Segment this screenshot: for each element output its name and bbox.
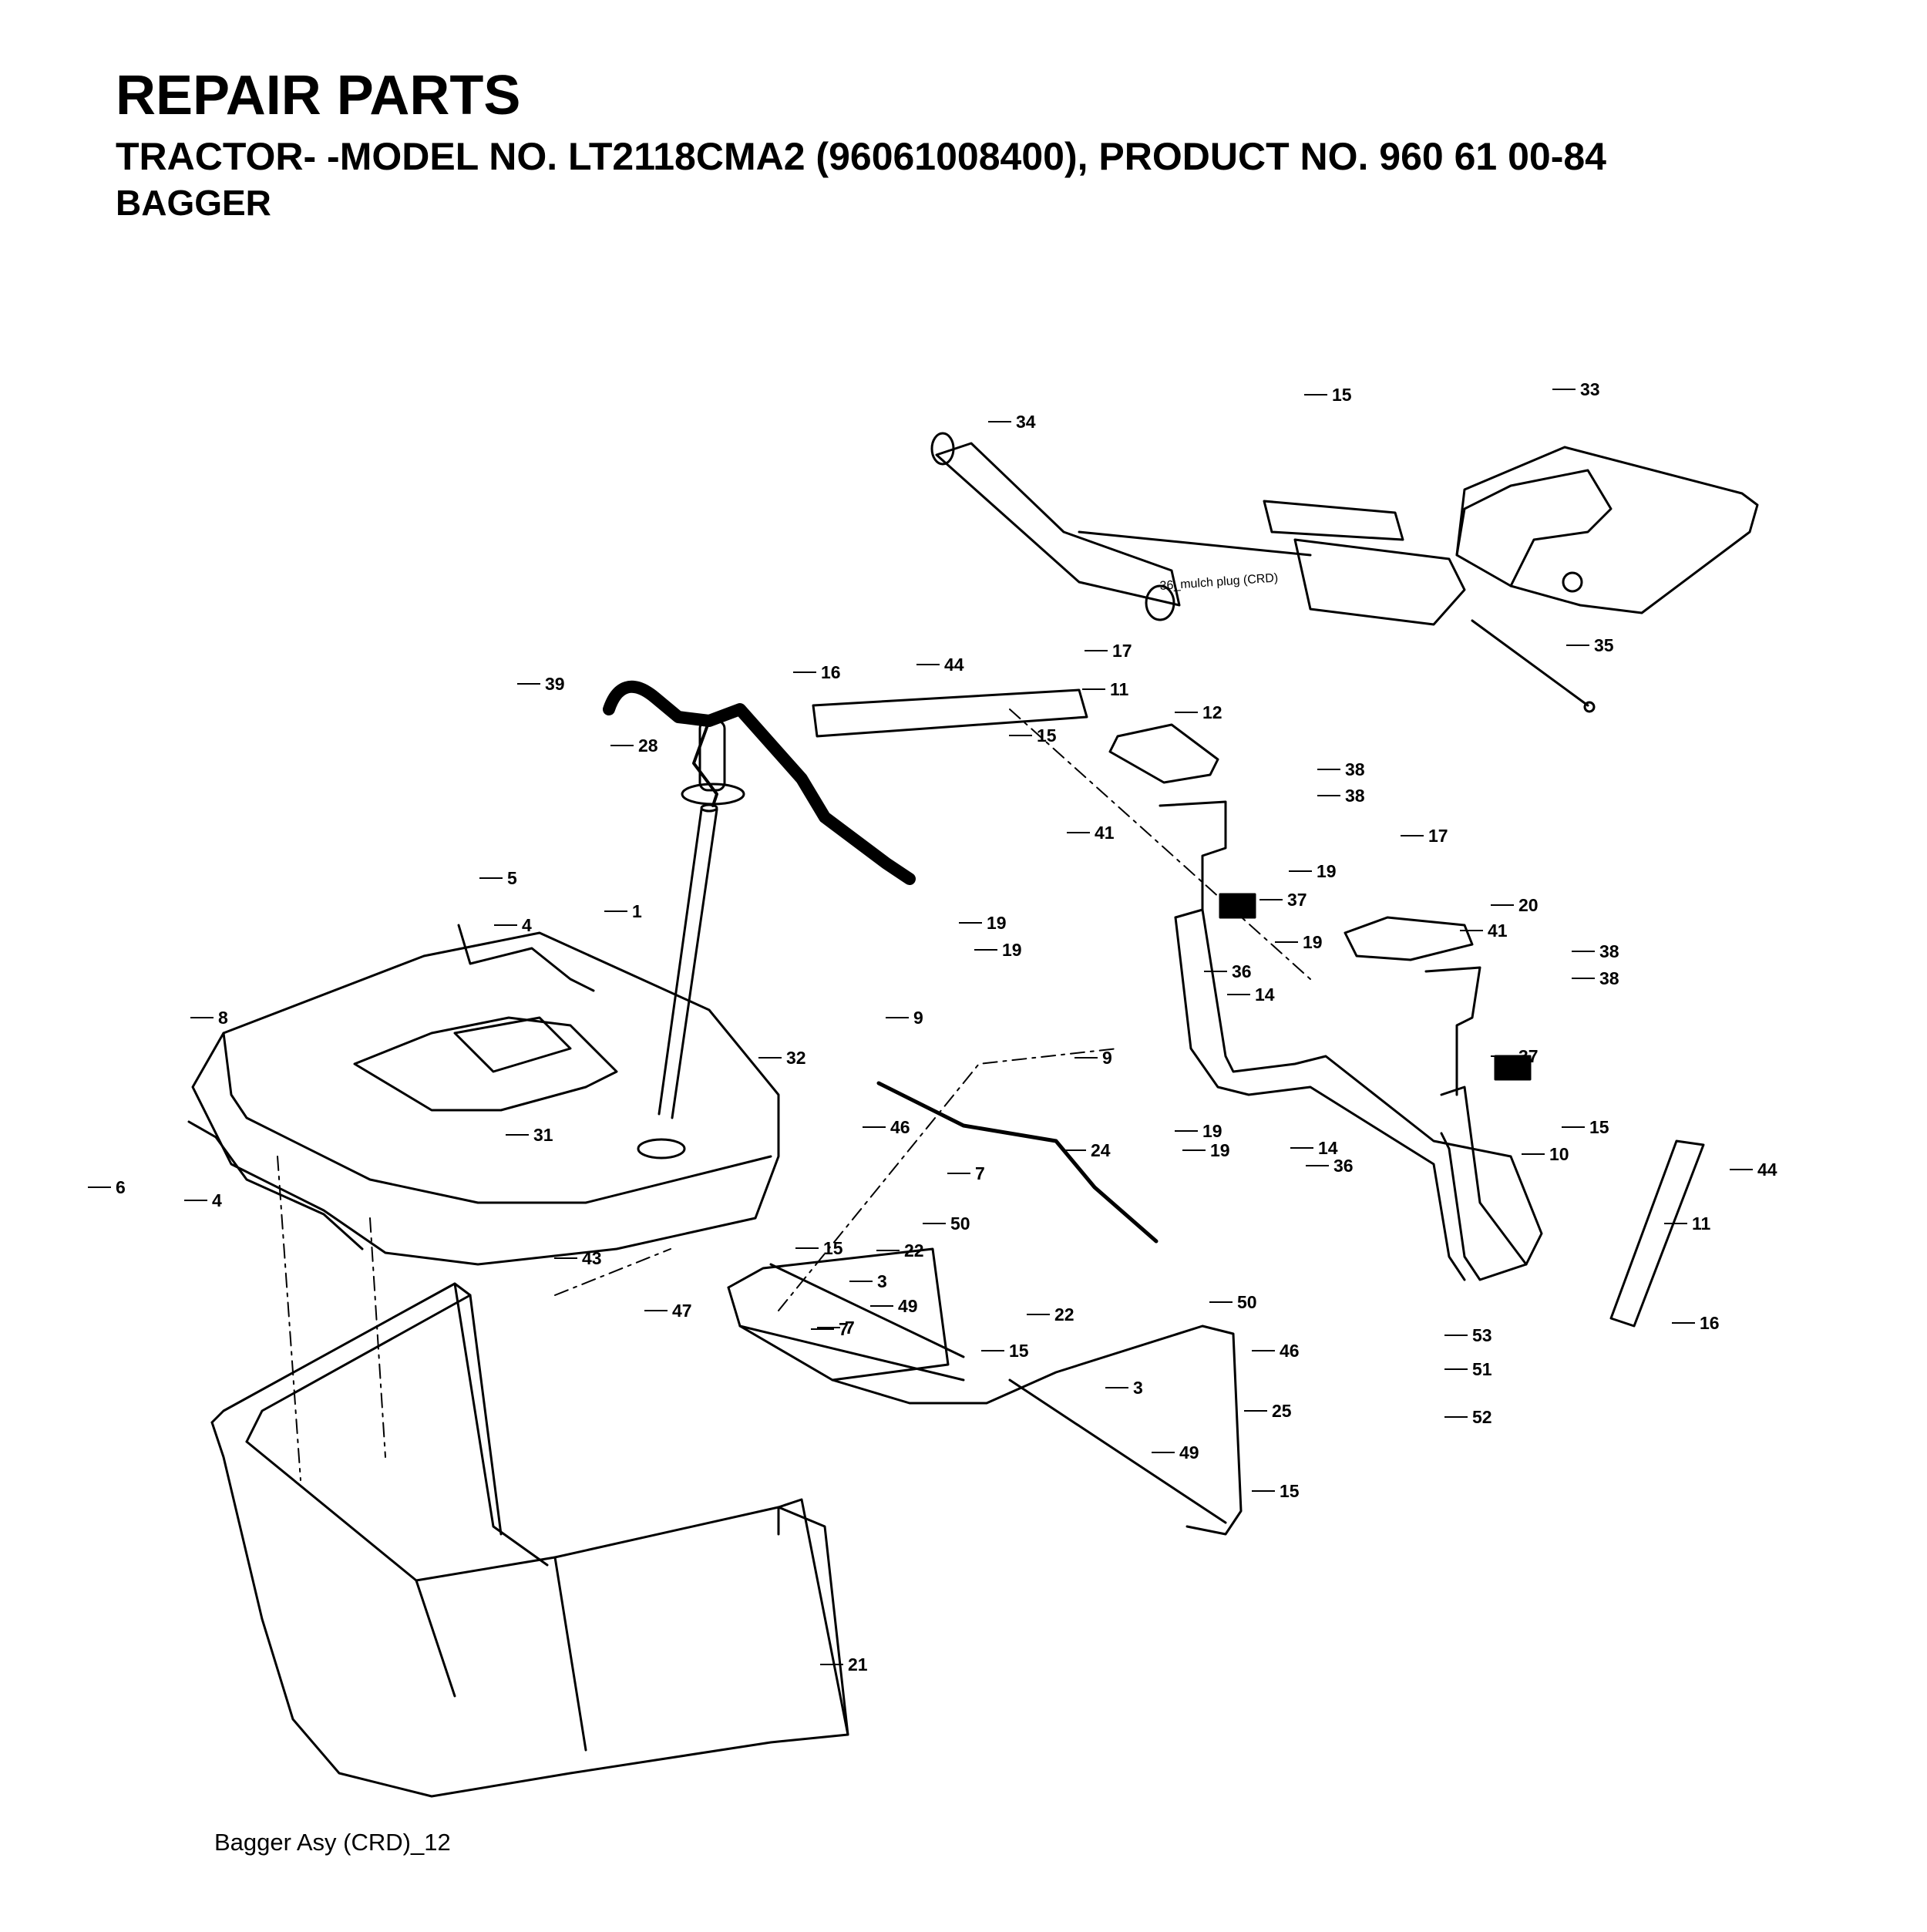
callout-label: 7 — [839, 1319, 849, 1339]
callout-label: 53 — [1472, 1325, 1492, 1345]
handle-assembly — [603, 680, 916, 1119]
callout-label: 11 — [1692, 1213, 1711, 1234]
frame-rod — [876, 1081, 1159, 1244]
callout-label: 21 — [848, 1654, 868, 1675]
cap-20 — [1344, 916, 1474, 961]
callout-label: 14 — [1255, 985, 1275, 1005]
callout-label: 46 — [890, 1117, 910, 1137]
callout-label: 15 — [1037, 725, 1057, 746]
callout-label: 32 — [786, 1048, 806, 1068]
callout-label: 41 — [1488, 921, 1508, 941]
lid-bracket-top — [457, 924, 595, 992]
callout-label: 38 — [1599, 941, 1619, 961]
callout-label: 19 — [1002, 940, 1022, 960]
callout-label: 15 — [823, 1238, 843, 1258]
callout-label: 38 — [1345, 786, 1365, 806]
callout-label: 28 — [638, 735, 658, 756]
callout-label: 44 — [1757, 1160, 1777, 1180]
callout-label: 1 — [632, 901, 642, 921]
cap-12 — [1108, 723, 1219, 784]
callout-label: 38 — [1345, 759, 1365, 779]
callout-label: 50 — [950, 1213, 970, 1234]
callout-label: 47 — [672, 1301, 692, 1321]
callout-label: 15 — [1332, 385, 1352, 405]
grass-bag — [210, 1282, 849, 1798]
side-bracket — [1609, 1139, 1705, 1328]
callout-label: 37 — [1287, 890, 1307, 910]
model-subtitle: TRACTOR- -MODEL NO. LT2118CMA2 (96061008… — [116, 135, 1606, 178]
callout-label: 34 — [1016, 412, 1036, 432]
callout-label: 3 — [1133, 1378, 1143, 1398]
callout-label: 6 — [116, 1177, 126, 1197]
callout-label: 49 — [898, 1296, 918, 1316]
callout-label: 22 — [904, 1240, 924, 1261]
section-title: BAGGER — [116, 183, 271, 223]
bagger-lid — [191, 931, 780, 1266]
callout-label: 8 — [218, 1008, 228, 1028]
callout-label: 7 — [975, 1163, 985, 1183]
callout-label: 4 — [522, 915, 532, 935]
bag-frame — [727, 1247, 1243, 1536]
callout-label: 50 — [1237, 1292, 1257, 1312]
callout-label: 20 — [1518, 895, 1539, 915]
callout-label: 22 — [1054, 1304, 1074, 1324]
callout-label: 15 — [1009, 1341, 1029, 1361]
callout-label: 3 — [877, 1271, 887, 1291]
callout-label: 14 — [1318, 1138, 1338, 1158]
callout-label: 17 — [1428, 826, 1448, 846]
callout-label: 49 — [1179, 1442, 1199, 1462]
callout-label: 12 — [1202, 702, 1222, 722]
callout-label: 33 — [1580, 379, 1600, 399]
mulch-plug-note: 36_mulch plug (CRD) — [1159, 571, 1279, 593]
callout-label: 51 — [1472, 1359, 1492, 1379]
callout-label: 36 — [1232, 961, 1252, 981]
callout-label: 16 — [821, 662, 841, 682]
top-bracket — [812, 688, 1088, 738]
spacer-37b — [1494, 1055, 1532, 1081]
callout-label: 19 — [1202, 1121, 1222, 1141]
callout-label: 41 — [1095, 823, 1115, 843]
callout-label: 44 — [944, 655, 964, 675]
callout-label: 19 — [987, 913, 1007, 933]
callout-label: 19 — [1317, 861, 1337, 881]
callout-label: 24 — [1091, 1140, 1111, 1160]
callout-label: 15 — [1589, 1117, 1609, 1137]
callout-label: 4 — [212, 1190, 222, 1210]
callout-label: 52 — [1472, 1407, 1492, 1427]
spacer-37a — [1219, 893, 1256, 919]
callout-label: 19 — [1210, 1140, 1230, 1160]
callout-label: 31 — [533, 1125, 553, 1145]
callout-label: 39 — [545, 674, 565, 694]
callout-label: 15 — [1280, 1481, 1300, 1501]
callout-label: 9 — [1102, 1048, 1112, 1068]
callout-label: 10 — [1549, 1144, 1569, 1164]
callout-label: 7 — [845, 1318, 855, 1338]
callout-label: 35 — [1594, 635, 1614, 655]
page-title: REPAIR PARTS — [116, 65, 521, 126]
callout-label: 46 — [1280, 1341, 1300, 1361]
chute-assembly — [930, 432, 1759, 713]
callout-label: 36 — [1333, 1156, 1354, 1176]
diagram-caption: Bagger Asy (CRD)_12 — [214, 1829, 451, 1856]
callout-label: 43 — [582, 1248, 602, 1268]
callout-label: 11 — [1110, 679, 1129, 699]
lid-bracket-bottom — [187, 1120, 364, 1250]
callout-label: 5 — [507, 868, 517, 888]
callout-label: 19 — [1303, 932, 1323, 952]
mount-brackets — [1159, 800, 1543, 1281]
callout-label: 37 — [1518, 1046, 1539, 1066]
callout-label: 16 — [1700, 1313, 1720, 1333]
callout-label: 9 — [913, 1008, 923, 1028]
callout-label: 25 — [1272, 1401, 1292, 1421]
callout-label: 17 — [1112, 641, 1132, 661]
callout-label: 38 — [1599, 968, 1619, 988]
